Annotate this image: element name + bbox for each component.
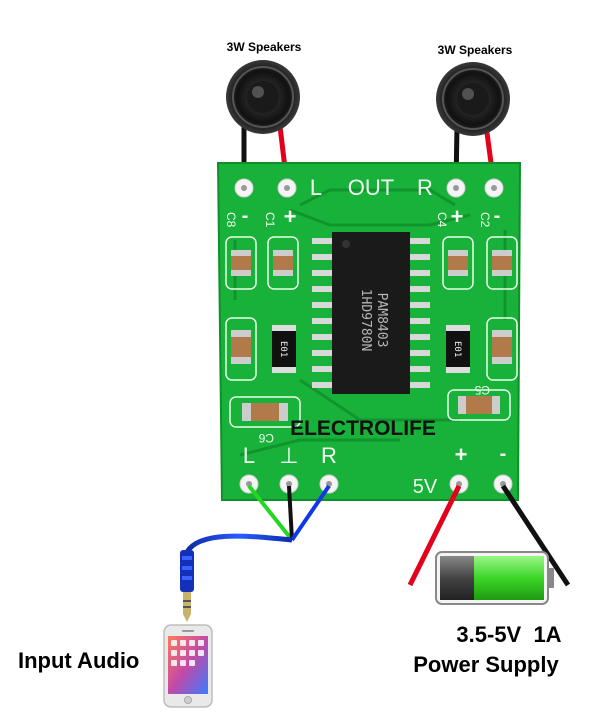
input-green-wire [247,484,294,542]
in-gnd-label: ⊥ [279,443,298,468]
in-l-label: L [243,443,255,468]
cap-c5-label: C5 [474,383,490,397]
amplifier-chip [332,232,410,394]
cap-c4-label: C4 [435,212,449,228]
left-minus-label: - [242,205,249,227]
power-plus-label: + [455,442,468,467]
right-inductor [446,325,470,373]
right-speaker-label: 3W Speakers [438,43,513,57]
out-label: OUT [348,175,394,200]
left-speaker-label: 3W Speakers [227,40,302,54]
power-minus-label: - [500,443,507,465]
power-red-wire [407,484,462,587]
power-5v-label: 5V [413,476,438,498]
audio-cable [184,533,293,554]
out-l-label: L [310,175,322,200]
cap-c2-label: C2 [478,212,492,228]
chip-label-line2: 1HD9780N [358,289,373,352]
cap-c8-label: C8 [224,212,238,228]
power-supply-label: Power Supply [413,652,559,677]
right-inductor-label: E01 [452,341,462,357]
input-blue-wire [290,484,331,542]
input-black-wire [287,485,294,541]
right-speaker-icon [436,62,510,136]
amplifier-board: PAM8403 1HD9780N L OUT R - + + - C8 C1 C… [216,162,522,501]
chip-label-line1: PAM8403 [374,293,389,348]
left-inductor-label: E01 [278,341,288,357]
left-speaker-icon [226,60,300,134]
audio-jack-icon [180,550,194,622]
cap-c1-label: C1 [263,212,277,228]
right-plus-label: + [451,204,464,229]
left-plus-label: + [284,204,297,229]
out-r-label: R [417,175,433,200]
cap-c6-label: C6 [258,431,274,445]
in-r-label: R [321,443,337,468]
right-minus-label: - [494,205,501,227]
smd-capacitors [231,250,512,421]
phone-icon [163,624,213,708]
input-audio-label: Input Audio [18,648,139,673]
supply-voltage-label: 3.5-5V 1A [456,622,561,647]
chip-pins [312,238,430,388]
brand-watermark: ELECTROLIFE [290,417,436,440]
battery-icon [435,551,554,605]
power-black-wire [500,484,571,587]
left-inductor [272,325,296,373]
